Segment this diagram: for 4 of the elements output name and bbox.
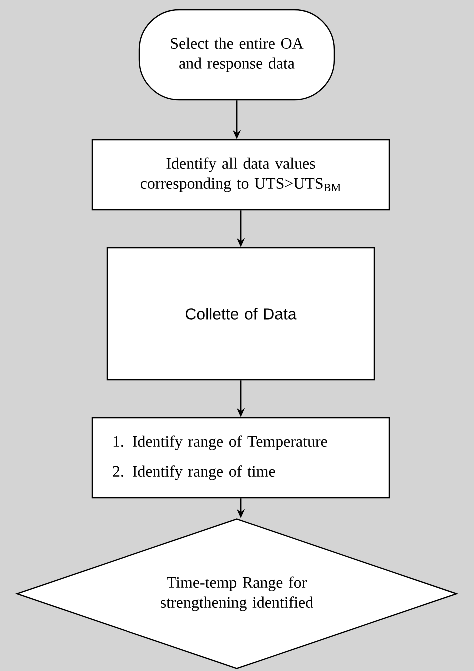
process-box: Identify all data values corresponding to UTS>UTS$_{BM}$	[92, 139, 390, 211]
process-box: 1. Identify range of Temperature 2. Identify range of time	[92, 417, 390, 499]
process-box: Collette of Data	[106, 247, 376, 381]
start-terminal: Select the entire OA and response data	[138, 9, 336, 101]
